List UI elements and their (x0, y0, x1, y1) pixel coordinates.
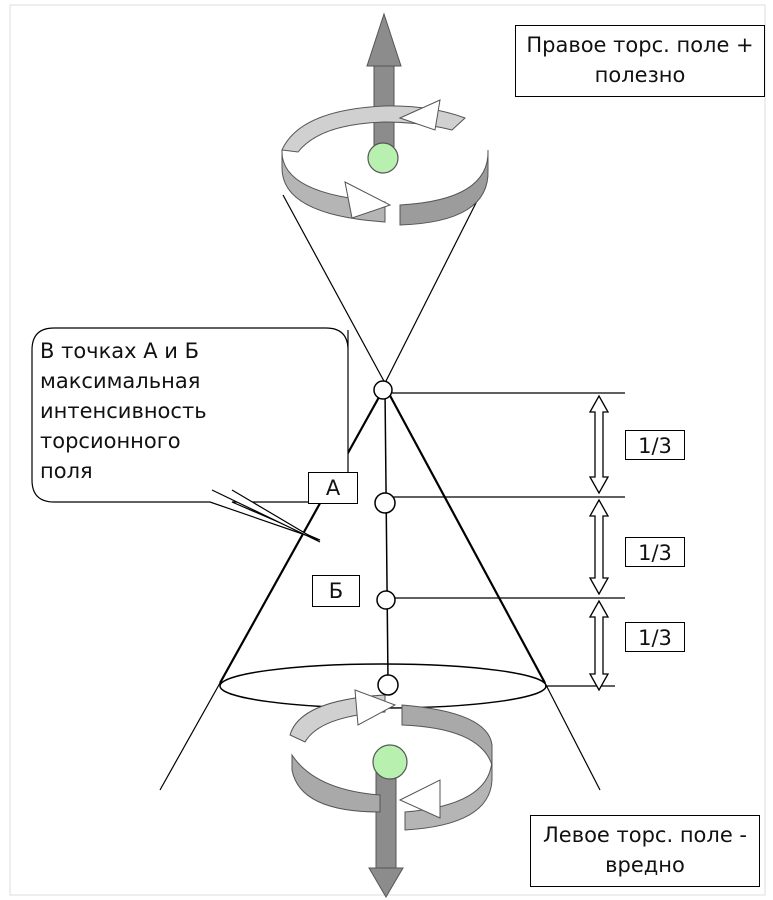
fraction-label-1: 1/3 (625, 430, 685, 460)
fraction-label-2: 1/3 (625, 537, 685, 567)
callout-text: В точках А и Б максимальная интенсивност… (40, 336, 340, 486)
upper-cone-left-edge (282, 194, 386, 384)
point-a (374, 492, 396, 514)
rotation-arrow-icon (281, 99, 489, 226)
right-field-line2: полезно (594, 63, 686, 87)
double-arrow-1 (588, 394, 610, 495)
right-field-line1: Правое торс. поле + (526, 33, 754, 57)
point-a-label: А (308, 472, 358, 504)
lower-cone-right-edge (386, 389, 546, 684)
fraction-label-3: 1/3 (625, 622, 685, 652)
upper-cone-right-edge (384, 194, 481, 384)
bottom-ball (372, 744, 408, 780)
callout-line: В точках А и Б (40, 339, 199, 363)
left-field-line1: Левое торс. поле - (542, 823, 747, 847)
central-axis (384, 389, 389, 681)
top-ball (367, 142, 399, 174)
right-edge-extension (544, 682, 601, 791)
point-b (376, 590, 396, 610)
callout-tail (211, 489, 321, 543)
lower-cone-left-edge (219, 389, 384, 684)
point-b-label: Б (312, 575, 360, 607)
double-arrow-2 (588, 498, 610, 596)
base-point (377, 674, 399, 696)
callout-line: торсионного (40, 429, 181, 453)
right-field-box: Правое торс. поле + полезно (515, 25, 765, 97)
apex-point (373, 380, 393, 400)
left-field-line2: вредно (605, 853, 685, 877)
callout-line: максимальная (40, 369, 201, 393)
double-arrow-3 (588, 599, 610, 692)
rotation-arrow-icon (289, 689, 493, 831)
left-field-box: Левое торс. поле - вредно (530, 815, 760, 887)
callout-line: поля (40, 459, 93, 483)
left-edge-extension (159, 682, 221, 791)
callout-line: интенсивность (40, 399, 207, 423)
